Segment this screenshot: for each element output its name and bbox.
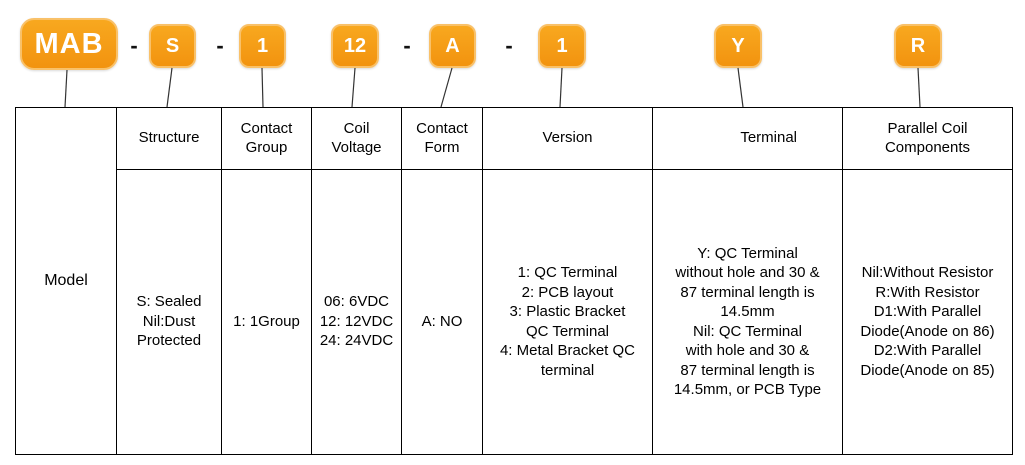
contact-form-options: A: NO: [421, 312, 463, 330]
coil-voltage-code-badge: 12: [331, 24, 379, 68]
separator-dash: -: [130, 33, 138, 58]
structure-options: S: Sealed Nil:Dust Protected: [136, 293, 202, 350]
structure-code-badge: S: [149, 24, 196, 68]
separator-dash: -: [216, 33, 224, 58]
separator-dash: -: [403, 33, 411, 58]
contact-group-header: Contact Group: [222, 108, 311, 170]
coil-voltage-options: 06: 6VDC 12: 12VDC 24: 24VDC: [319, 293, 394, 350]
separator-dash: -: [505, 33, 513, 58]
contact-form-header: Contact Form: [402, 108, 482, 170]
column-contact-form: Contact Form A: NO: [401, 108, 482, 454]
model-code-badge: MAB: [20, 18, 118, 70]
column-coil-voltage: Coil Voltage 06: 6VDC 12: 12VDC 24: 24VD…: [311, 108, 401, 454]
parallel-coil-code-badge: R: [894, 24, 942, 68]
column-model: Model: [16, 108, 116, 454]
parallel-coil-header: Parallel Coil Components: [843, 108, 1012, 170]
column-contact-group: Contact Group 1: 1Group: [221, 108, 311, 454]
structure-header: Structure: [117, 108, 221, 170]
column-version: Version 1: QC Terminal 2: PCB layout 3: …: [482, 108, 652, 454]
parallel-coil-options: Nil:Without Resistor R:With Resistor D1:…: [860, 264, 995, 379]
model-label: Model: [44, 272, 88, 289]
column-parallel-coil-components: Parallel Coil Components Nil:Without Res…: [842, 108, 1012, 454]
column-structure: Structure S: Sealed Nil:Dust Protected: [116, 108, 221, 454]
version-options: 1: QC Terminal 2: PCB layout 3: Plastic …: [499, 264, 636, 379]
coil-voltage-header: Coil Voltage: [312, 108, 401, 170]
ordering-spec-table: Model Structure S: Sealed Nil:Dust Prote…: [15, 107, 1013, 455]
contact-form-code-badge: A: [429, 24, 476, 68]
column-terminal: Terminal Y: QC Terminal without hole and…: [652, 108, 842, 454]
version-code-badge: 1: [538, 24, 586, 68]
version-header: Version: [483, 108, 652, 170]
contact-group-code-badge: 1: [239, 24, 286, 68]
terminal-code-badge: Y: [714, 24, 762, 68]
contact-group-options: 1: 1Group: [233, 312, 300, 330]
terminal-header: Terminal: [653, 108, 842, 170]
terminal-options: Y: QC Terminal without hole and 30 & 87 …: [673, 244, 822, 399]
